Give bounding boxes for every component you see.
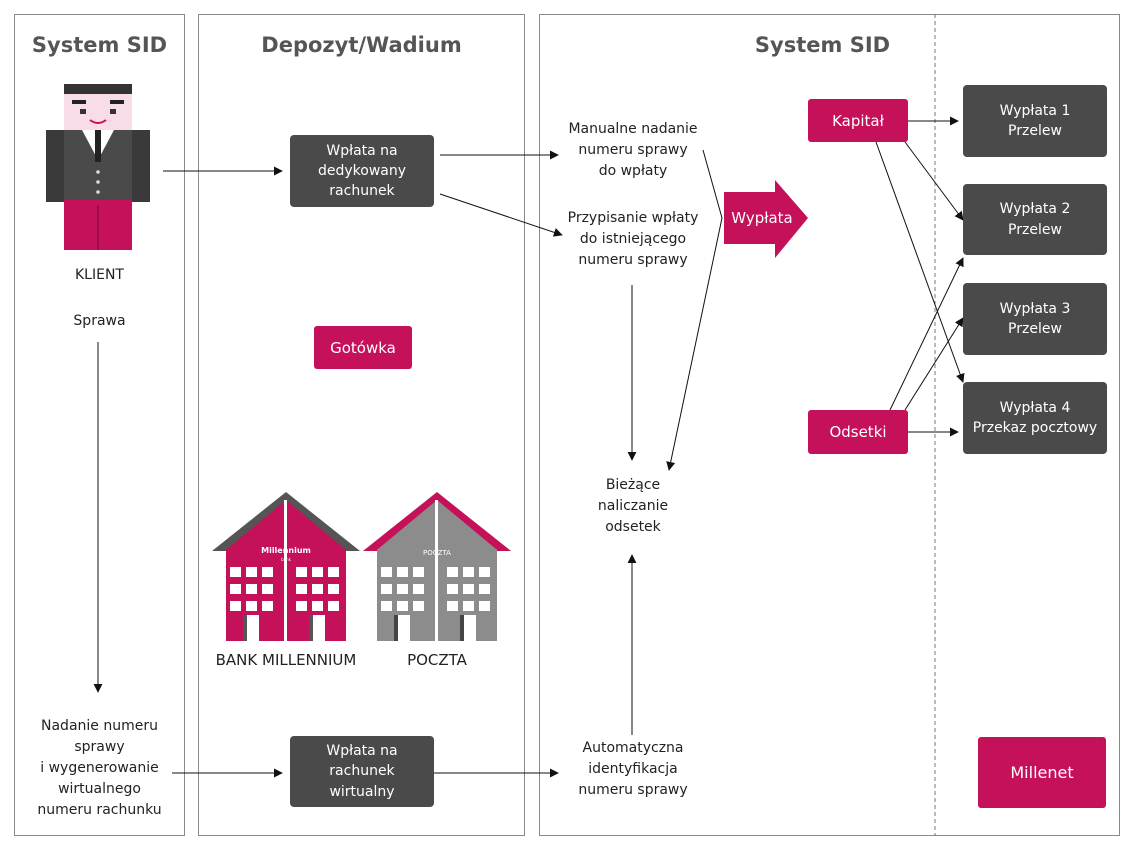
- assign-payment-label: Przypisanie wpłaty do istniejącego numer…: [567, 210, 699, 268]
- arrow-manual-to-interest: [666, 149, 723, 471]
- arrow-capital-to-payout2: [904, 141, 964, 221]
- column-title-right: System SID: [754, 33, 891, 57]
- payout-box-4: Wypłata 4 Przekaz pocztowy: [963, 382, 1107, 454]
- interest-accrual-label: Bieżące naliczanie odsetek: [597, 477, 669, 535]
- column-title-middle: Depozyt/Wadium: [261, 33, 462, 57]
- client-figure-icon: [46, 84, 150, 250]
- payout-big-arrow: [724, 180, 808, 258]
- interest-box: Odsetki: [808, 410, 908, 454]
- post-logo-text: POCZTA: [423, 549, 451, 557]
- payout-box-2: Wypłata 2 Przelew: [963, 184, 1107, 255]
- bank-logo-subtext: bank: [281, 557, 292, 562]
- bank-millennium-label: BANK MILLENNIUM: [215, 651, 357, 669]
- arrow-capital-to-payout4: [875, 141, 965, 383]
- millenet-box: Millenet: [978, 737, 1106, 808]
- bank-logo-text: Millennium: [261, 546, 311, 555]
- payout-box-1: Wypłata 1 Przelew: [963, 85, 1107, 157]
- post-office-label: POCZTA: [407, 651, 467, 669]
- arrow-interest-to-payout2: [889, 257, 964, 411]
- payout-arrow-label: Wypłata: [731, 209, 793, 227]
- auto-identification-label: Automatyczna identyfikacja numeru sprawy: [578, 740, 688, 798]
- dedicated-account-box: Wpłata na dedykowany rachunek: [290, 135, 434, 207]
- manual-assign-label: Manualne nadanie numeru sprawy do wpłaty: [568, 121, 698, 179]
- client-label: KLIENT: [75, 267, 124, 283]
- arrow-interest-to-payout3: [904, 317, 964, 411]
- capital-box: Kapitał: [808, 99, 908, 142]
- arrow-dedicated-to-assign: [439, 193, 563, 237]
- column-title-left: System SID: [31, 33, 168, 57]
- case-label: Sprawa: [73, 313, 126, 329]
- post-office-building-icon: [363, 492, 511, 641]
- virtual-account-step: Nadanie numeru sprawy i wygenerowanie wi…: [37, 718, 162, 818]
- payout-box-3: Wypłata 3 Przelew: [963, 283, 1107, 355]
- cash-box: Gotówka: [314, 326, 412, 369]
- virtual-account-box: Wpłata na rachunek wirtualny: [290, 736, 434, 807]
- bank-millennium-building-icon: [212, 492, 360, 641]
